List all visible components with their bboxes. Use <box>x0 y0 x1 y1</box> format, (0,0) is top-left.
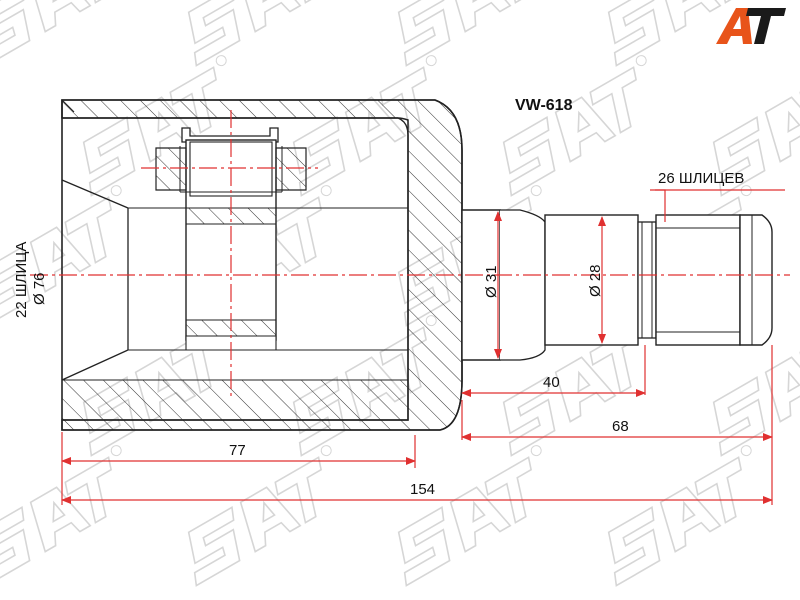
inner-splines-label: 26 ШЛИЦЕВ <box>658 170 744 187</box>
watermark-tile <box>607 445 752 587</box>
watermark-tile <box>292 55 437 197</box>
dimension-154-label: 154 <box>410 481 435 498</box>
outer-splines-label: 22 ШЛИЦА <box>13 242 30 318</box>
watermark-tile <box>0 0 112 67</box>
at-brand-logo <box>716 8 786 44</box>
dimension-68-label: 68 <box>612 418 629 435</box>
dimension-40-label: 40 <box>543 374 560 391</box>
watermark-tile <box>187 0 322 67</box>
watermark-tile <box>397 0 532 67</box>
output-shaft <box>461 209 773 361</box>
watermark-tile <box>502 55 647 197</box>
watermark-tile <box>0 445 122 587</box>
watermark-tile <box>712 326 800 457</box>
shaft-diameter-2-label: Ø 28 <box>587 264 604 297</box>
outer-diameter-label: Ø 76 <box>31 272 48 305</box>
watermark-tile <box>607 0 742 67</box>
watermark-tile <box>187 445 332 587</box>
watermark-tile <box>712 66 800 197</box>
watermark-tile <box>397 445 542 587</box>
dimension-77-label: 77 <box>229 442 246 459</box>
watermark-tile <box>82 55 227 197</box>
centerlines <box>30 110 790 400</box>
watermark-tile <box>0 185 122 327</box>
shaft-diameter-1-label: Ø 31 <box>483 265 500 298</box>
dimension-lines <box>61 189 785 505</box>
part-number-label: VW-618 <box>515 97 573 114</box>
